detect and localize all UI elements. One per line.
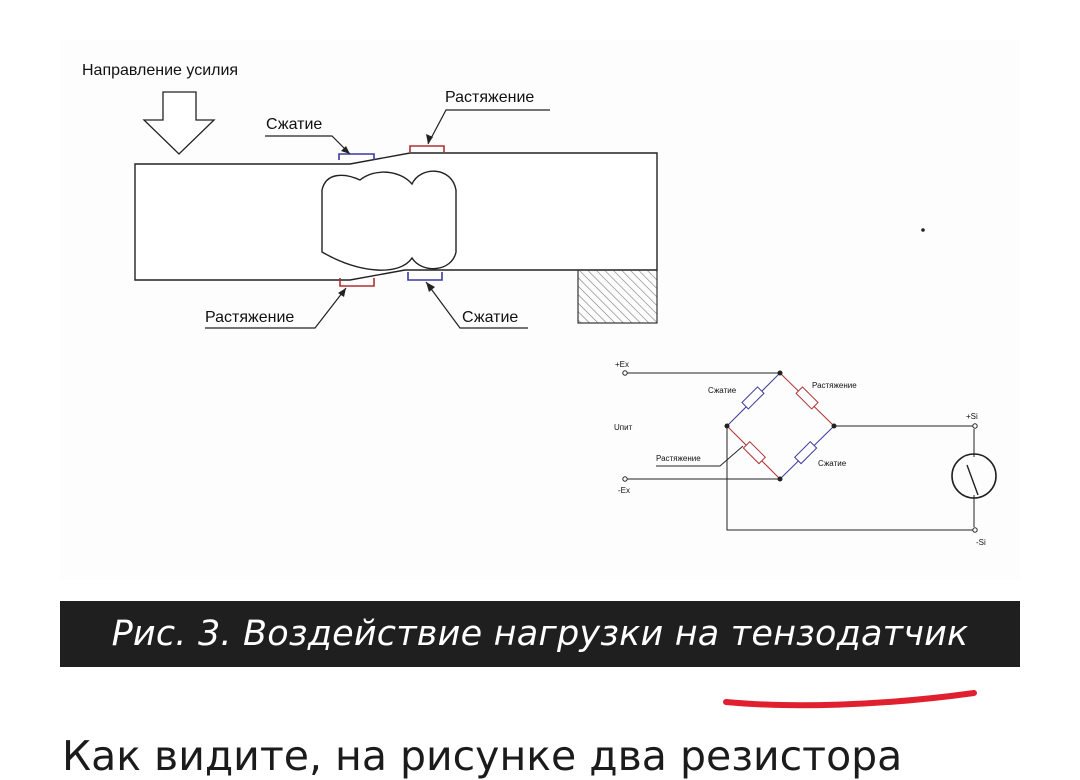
article-paragraph: Как видите, на рисунке два резистора bbox=[62, 732, 903, 780]
minus-si-label: -Si bbox=[976, 538, 986, 547]
compression-bottom-label: Сжатие bbox=[462, 309, 518, 326]
load-cell-diagram: Направление усилия Сжатие Растяжение Рас… bbox=[82, 62, 997, 547]
resistor-compression-1 bbox=[741, 386, 765, 410]
figure-caption: Рис. 3. Воздействие нагрузки на тензодат… bbox=[111, 614, 969, 654]
gauge-compression-bottom bbox=[407, 272, 443, 281]
leader-compression-top bbox=[265, 135, 351, 155]
compression-top-label: Сжатие bbox=[266, 116, 322, 133]
gauge-tension-bottom bbox=[339, 278, 375, 287]
plus-si-label: +Si bbox=[966, 412, 978, 421]
gauge-compression-top bbox=[338, 153, 375, 160]
circuit-compression-2-label: Сжатие bbox=[818, 459, 847, 468]
tension-top-label: Растяжение bbox=[445, 89, 534, 106]
resistor-tension-1 bbox=[795, 386, 819, 410]
minus-ex-label: -Ex bbox=[618, 486, 630, 495]
leader-compression-bottom bbox=[425, 281, 528, 329]
figure-caption-bar: Рис. 3. Воздействие нагрузки на тензодат… bbox=[60, 601, 1020, 667]
bridge-circuit bbox=[622, 370, 997, 533]
force-direction-label: Направление усилия bbox=[82, 62, 238, 79]
support-block bbox=[577, 269, 658, 324]
beam-cutout bbox=[321, 170, 457, 271]
force-arrow-icon bbox=[142, 91, 216, 155]
leader-tension-bottom bbox=[205, 287, 347, 329]
tension-bottom-label: Растяжение bbox=[205, 309, 294, 326]
circuit-compression-1-label: Сжатие bbox=[708, 386, 737, 395]
u-pit-label: Uпит bbox=[614, 423, 633, 432]
figure-image: Направление усилия Сжатие Растяжение Рас… bbox=[60, 40, 1020, 580]
red-underline-annotation bbox=[723, 690, 977, 709]
circuit-tension-1-label: Растяжение bbox=[812, 381, 857, 390]
resistor-compression-2 bbox=[793, 440, 818, 465]
resistor-tension-2 bbox=[742, 440, 767, 465]
gauge-tension-top bbox=[409, 145, 445, 152]
plus-ex-label: +Ex bbox=[615, 360, 629, 369]
leader-tension-top bbox=[427, 109, 550, 145]
circuit-tension-2-label: Растяжение bbox=[656, 454, 701, 463]
meter-icon bbox=[951, 453, 997, 499]
